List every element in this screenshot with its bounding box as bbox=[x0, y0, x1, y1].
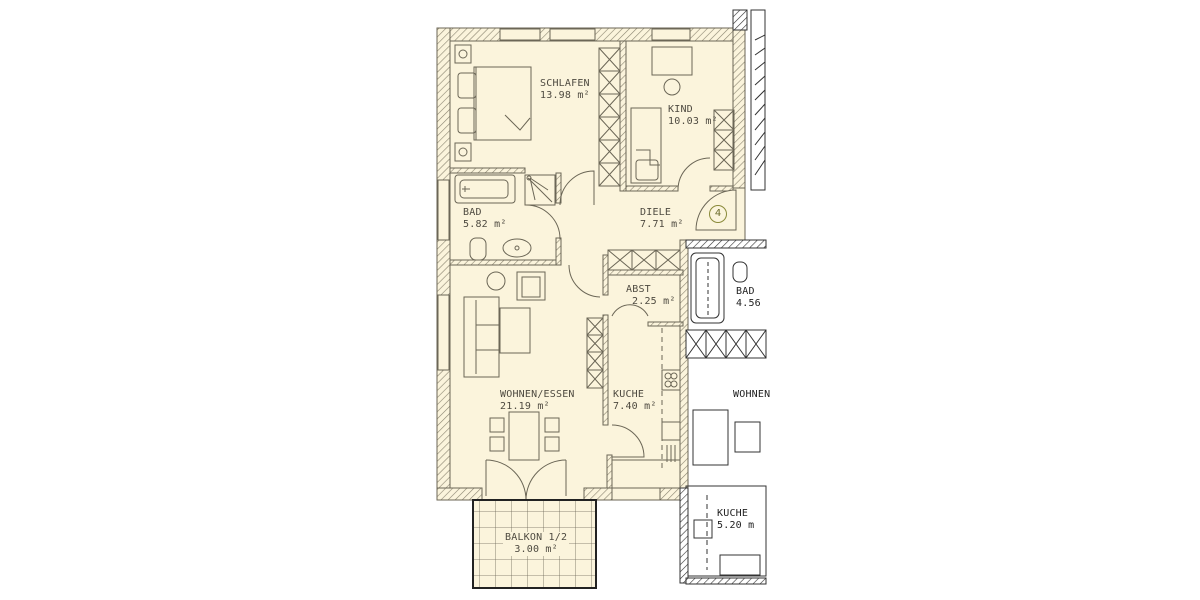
room-area: 5.82 m² bbox=[463, 219, 507, 230]
room-name: KIND bbox=[668, 104, 693, 115]
room-area: 4.56 bbox=[736, 298, 761, 309]
room-name: BAD bbox=[463, 207, 482, 218]
room-label-schlafen: SCHLAFEN 13.98 m² bbox=[540, 78, 590, 102]
room-name: KUCHE bbox=[613, 389, 645, 400]
room-label-wohnen-essen: WOHNEN/ESSEN 21.19 m² bbox=[500, 389, 575, 413]
room-name: BALKON 1/2 bbox=[505, 532, 568, 543]
room-label-abst: ABST 2.25 m² bbox=[626, 284, 676, 308]
room-name: BAD bbox=[736, 286, 755, 297]
room-label-diele: DIELE 7.71 m² bbox=[640, 207, 684, 231]
room-name: WOHNEN bbox=[733, 389, 771, 400]
room-area: 3.00 m² bbox=[514, 544, 558, 555]
neighbor-label-wohnen: WOHNEN bbox=[733, 389, 770, 401]
room-area: 13.98 m² bbox=[540, 90, 590, 101]
room-area: 2.25 m² bbox=[632, 296, 676, 307]
room-label-kind: KIND 10.03 m² bbox=[668, 104, 718, 128]
exterior-walls bbox=[436, 9, 748, 501]
room-name: WOHNEN/ESSEN bbox=[500, 389, 575, 400]
room-area: 21.19 m² bbox=[500, 401, 550, 412]
neighbor-unit bbox=[679, 9, 767, 585]
room-label-bad: BAD 5.82 m² bbox=[463, 207, 507, 231]
room-area: 7.71 m² bbox=[640, 219, 684, 230]
room-area: 7.40 m² bbox=[613, 401, 657, 412]
interior-walls bbox=[449, 40, 734, 489]
room-area: 10.03 m² bbox=[668, 116, 718, 127]
neighbor-label-bad: BAD 4.56 bbox=[736, 286, 761, 310]
room-area: 5.20 m bbox=[717, 520, 755, 531]
apartment-number-marker: 4 bbox=[709, 205, 727, 223]
room-name: KUCHE bbox=[717, 508, 749, 519]
room-label-kueche: KUCHE 7.40 m² bbox=[613, 389, 657, 413]
door-swings bbox=[485, 157, 737, 501]
wardrobes bbox=[586, 47, 735, 389]
room-name: ABST bbox=[626, 284, 651, 295]
room-name: DIELE bbox=[640, 207, 672, 218]
neighbor-label-kueche: KUCHE 5.20 m bbox=[717, 508, 754, 532]
room-label-balkon: BALKON 1/2 3.00 m² bbox=[503, 532, 570, 556]
furniture bbox=[454, 44, 693, 489]
room-name: SCHLAFEN bbox=[540, 78, 590, 89]
